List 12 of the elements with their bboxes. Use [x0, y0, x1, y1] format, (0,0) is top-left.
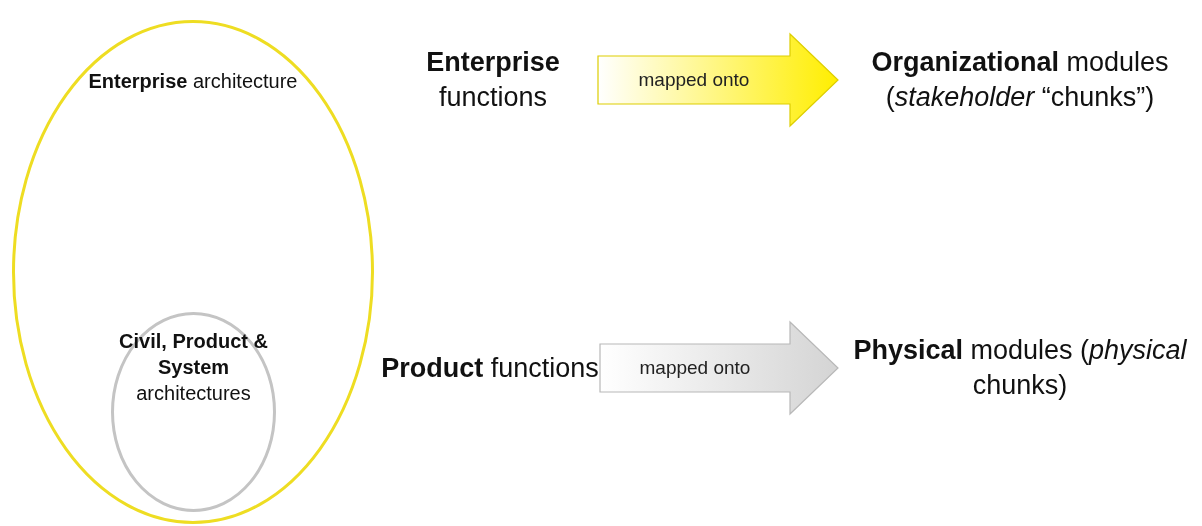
- node-label: Physical modules (physical chunks): [852, 334, 1188, 403]
- node-label: Product functions: [380, 351, 600, 385]
- edge-label: mapped onto: [638, 69, 750, 91]
- node-label: Organizational modules (stakeholder “chunks”): [870, 46, 1170, 115]
- ellipse-region: [12, 20, 374, 524]
- block-arrow: [599, 320, 839, 416]
- node-label: Enterprise functions: [425, 46, 561, 115]
- edge-label: mapped onto: [639, 357, 751, 379]
- node-label: Civil, Product & System architectures: [118, 329, 269, 406]
- block-arrow: [597, 32, 839, 128]
- ellipse-region: [111, 312, 276, 512]
- node-label: Enterprise architecture: [87, 69, 299, 94]
